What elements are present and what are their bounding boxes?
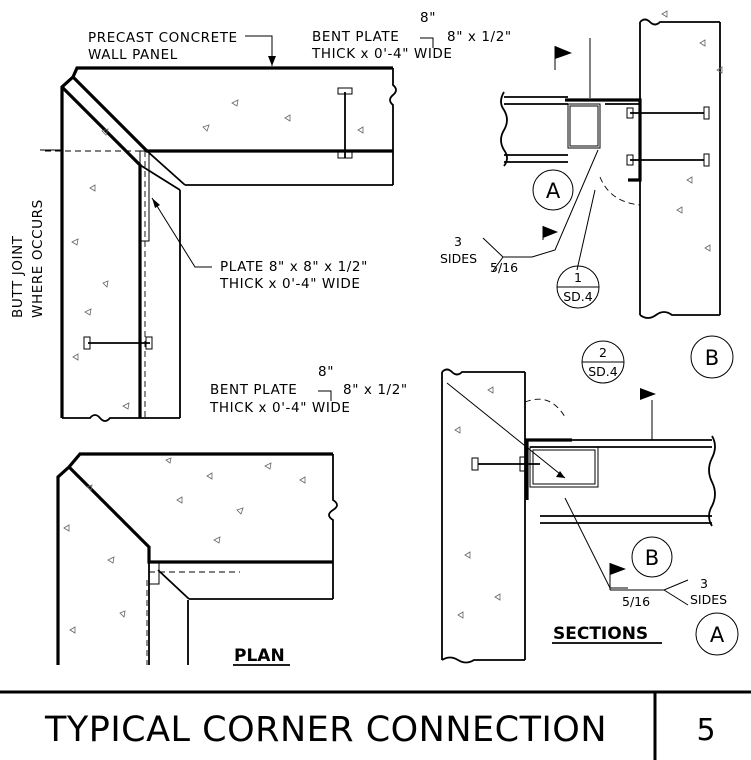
anchor-bolt bbox=[83, 336, 153, 350]
bent-plate-label-lower: BENT PLATE bbox=[210, 382, 297, 398]
break-line bbox=[62, 414, 180, 422]
section-a-detail bbox=[482, 10, 723, 319]
wall-panel-label-line2: WALL PANEL bbox=[88, 47, 178, 63]
bent-plate-thick-lower: THICK x 0'-4" WIDE bbox=[209, 400, 351, 416]
weld-a-count: 3 bbox=[454, 234, 462, 249]
weld-b-sides: SIDES bbox=[690, 592, 727, 607]
weld-a-sides: SIDES bbox=[440, 251, 477, 266]
concrete-aggregate bbox=[63, 457, 306, 634]
weld-a-size: 5/16 bbox=[490, 260, 518, 275]
detail-number: 5 bbox=[696, 713, 715, 748]
drawing-title: TYPICAL CORNER CONNECTION bbox=[44, 710, 607, 750]
concrete-aggregate bbox=[71, 99, 364, 410]
section-tag-b: B bbox=[690, 335, 734, 379]
detail-callout-1: 1 SD.4 bbox=[556, 265, 600, 309]
svg-text:B: B bbox=[705, 346, 719, 370]
bent-plate-dim-upper: 8" bbox=[420, 10, 436, 26]
svg-text:A: A bbox=[710, 623, 725, 647]
svg-text:A: A bbox=[546, 179, 561, 203]
bent-plate-label-upper: BENT PLATE bbox=[312, 29, 399, 45]
weld-b-size: 5/16 bbox=[622, 594, 650, 609]
plate-label-line1: PLATE 8" x 8" x 1/2" bbox=[220, 259, 368, 275]
headed-stud bbox=[626, 106, 710, 120]
svg-text:SD.4: SD.4 bbox=[588, 364, 618, 379]
svg-text:SD.4: SD.4 bbox=[563, 289, 593, 304]
bent-plate-size-lower: 8" x 1/2" bbox=[343, 382, 408, 398]
section-tag-a: A bbox=[695, 612, 739, 656]
break-line bbox=[389, 68, 397, 185]
bent-plate-symbol bbox=[318, 390, 332, 401]
svg-text:2: 2 bbox=[599, 345, 607, 360]
weld-b-count: 3 bbox=[700, 576, 708, 591]
plan-heading: PLAN bbox=[234, 646, 285, 666]
section-marker-b: B bbox=[631, 536, 673, 578]
bent-plate-dim-lower: 8" bbox=[318, 364, 334, 380]
bent-plate-symbol bbox=[420, 37, 434, 48]
detail-callout-2: 2 SD.4 bbox=[581, 340, 625, 384]
section-marker-a: A bbox=[532, 169, 574, 211]
butt-joint-label-line1: BUTT JOINT bbox=[10, 235, 26, 318]
svg-text:1: 1 bbox=[574, 270, 582, 285]
concrete-aggregate bbox=[661, 10, 723, 252]
section-b-detail bbox=[441, 368, 716, 664]
bent-plate-thick-upper: THICK x 0'-4" WIDE bbox=[311, 46, 453, 62]
headed-stud bbox=[471, 456, 540, 472]
butt-joint-label-line2: WHERE OCCURS bbox=[30, 199, 46, 318]
plan-lower-corner bbox=[56, 452, 338, 665]
svg-text:B: B bbox=[645, 546, 659, 570]
anchor-bolt bbox=[337, 87, 353, 159]
plate-label-line2: THICK x 0'-4" WIDE bbox=[219, 276, 361, 292]
plan-upper-corner bbox=[40, 35, 397, 422]
bent-plate-size-upper: 8" x 1/2" bbox=[447, 29, 512, 45]
wall-panel-label-line1: PRECAST CONCRETE bbox=[88, 30, 238, 46]
headed-stud bbox=[626, 153, 710, 167]
sections-heading: SECTIONS bbox=[553, 624, 648, 644]
concrete-aggregate bbox=[454, 386, 501, 619]
title-block: TYPICAL CORNER CONNECTION 5 bbox=[0, 690, 751, 760]
